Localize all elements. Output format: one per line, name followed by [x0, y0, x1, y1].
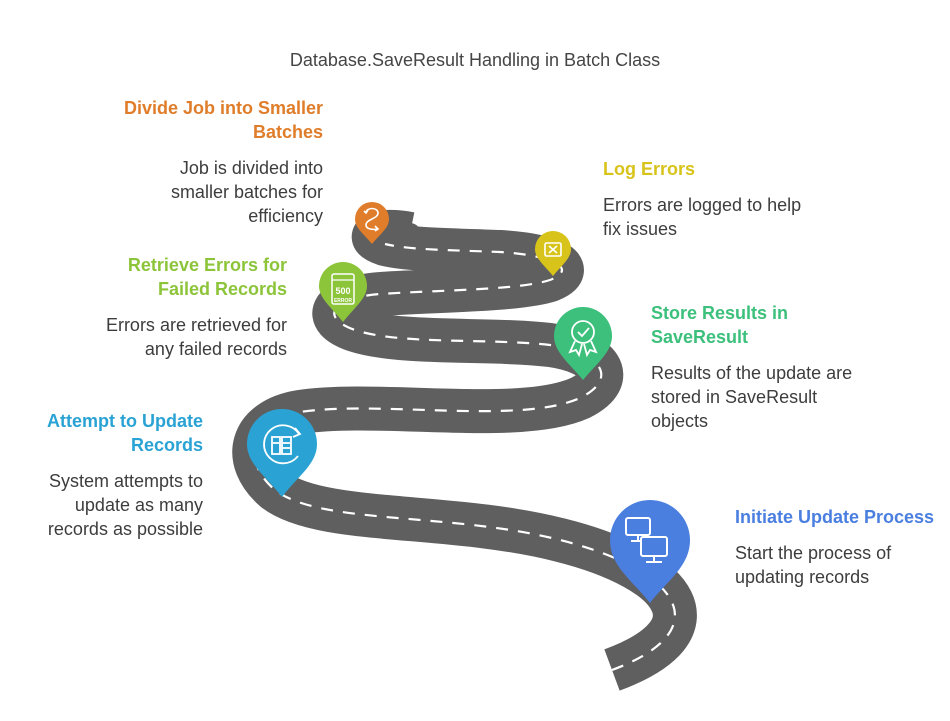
diagram-title: Database.SaveResult Handling in Batch Cl…: [289, 50, 661, 70]
pin-retrieve: 500 ERROR: [319, 262, 367, 322]
step-attempt: Attempt to Update Records System attempt…: [10, 409, 203, 541]
badge-check-icon: [568, 320, 598, 358]
step-store-text: Results of the update are stored in Save…: [651, 363, 853, 431]
pin-log: [535, 231, 571, 276]
refresh-records-icon: [263, 424, 302, 465]
error-code-label: 500: [335, 286, 350, 296]
step-store-heading: Store Results in SaveResult: [651, 303, 789, 347]
step-attempt-heading: Attempt to Update Records: [47, 411, 203, 455]
step-initiate-heading: Initiate Update Process: [735, 507, 935, 527]
split-path-icon: [363, 207, 380, 232]
step-retrieve-text: Errors are retrieved for any failed reco…: [105, 315, 287, 359]
pin-store: [554, 307, 612, 380]
road-center-dashes: [253, 242, 676, 672]
step-log: Log Errors Errors are logged to help fix…: [603, 157, 813, 241]
step-divide-heading: Divide Job into Smaller Batches: [123, 98, 323, 142]
step-retrieve-heading: Retrieve Errors for Failed Records: [127, 255, 287, 299]
step-divide: Divide Job into Smaller Batches Job is d…: [120, 96, 323, 228]
step-log-heading: Log Errors: [603, 159, 696, 179]
pin-attempt: [247, 409, 317, 497]
error-word-label: ERROR: [334, 298, 352, 304]
step-attempt-text: System attempts to update as many record…: [47, 471, 203, 539]
step-retrieve: Retrieve Errors for Failed Records Error…: [80, 253, 287, 361]
server-error-icon: 500 ERROR: [331, 273, 355, 305]
step-log-text: Errors are logged to help fix issues: [603, 195, 802, 239]
step-divide-text: Job is divided into smaller batches for …: [170, 158, 323, 226]
step-initiate-text: Start the process of updating records: [735, 543, 892, 587]
close-box-icon: [544, 242, 562, 257]
pin-initiate: [610, 500, 690, 603]
step-store: Store Results in SaveResult Results of t…: [651, 301, 871, 433]
step-initiate: Initiate Update Process Start the proces…: [735, 505, 935, 589]
pin-divide: [355, 202, 389, 244]
road-surface: [232, 209, 697, 691]
computers-icon: [625, 517, 668, 563]
